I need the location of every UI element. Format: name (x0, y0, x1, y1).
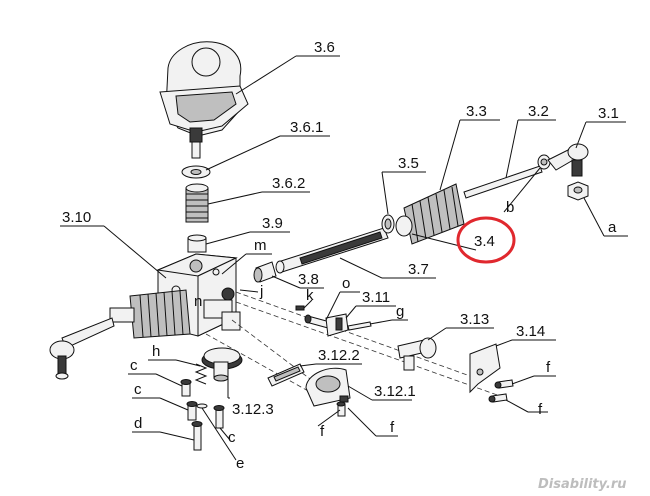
label-b: b (506, 199, 514, 216)
label-3-3: 3.3 (466, 103, 487, 120)
bolt-c-lower (213, 405, 225, 429)
label-3-6-2: 3.6.2 (272, 175, 305, 192)
washer-3-6-1 (181, 165, 211, 179)
label-c-upper: c (130, 357, 138, 374)
washer-e (196, 403, 208, 409)
label-n: n (194, 293, 202, 310)
sleeve-3-8 (253, 261, 277, 283)
gear-3-12-3 (201, 347, 243, 382)
label-o: o (342, 275, 350, 292)
spring-h (194, 363, 208, 385)
label-3-2: 3.2 (528, 103, 549, 120)
bolt-c-upper (180, 379, 192, 397)
cover-3-12-1 (305, 367, 351, 407)
bracket-3-11 (325, 313, 349, 337)
label-f-right-upper: f (546, 359, 551, 376)
label-f-right-lower: f (538, 401, 543, 418)
label-3-13: 3.13 (460, 311, 489, 328)
nut-a (567, 181, 589, 201)
label-3-6-1: 3.6.1 (290, 119, 323, 136)
label-3-8: 3.8 (298, 271, 319, 288)
gearbox-housing-3-6 (159, 41, 249, 159)
label-e: e (236, 455, 244, 472)
label-3-12-1: 3.12.1 (374, 383, 416, 400)
screw-f-cover (336, 401, 346, 417)
shaft-3-13 (397, 337, 437, 371)
seal-3-5 (381, 214, 395, 234)
label-3-6: 3.6 (314, 39, 335, 56)
highlight-circle (456, 216, 516, 264)
callout-labels: 3.6 3.6.1 3.6.2 3.3 3.2 3.1 3.5 3.10 3.9… (62, 39, 619, 472)
label-3-10: 3.10 (62, 209, 91, 226)
bolt-d (191, 421, 203, 451)
label-m: m (254, 237, 267, 254)
right-bellows (395, 183, 465, 245)
label-c-lower: c (228, 429, 236, 446)
label-3-5: 3.5 (398, 155, 419, 172)
label-3-14: 3.14 (516, 323, 545, 340)
label-d: d (134, 415, 142, 432)
screw-f-right-upper (494, 379, 514, 389)
spline-gear-3-6-2 (185, 183, 209, 223)
label-k: k (306, 287, 314, 304)
label-f-cover-right: f (390, 419, 395, 436)
pin-k (295, 305, 305, 311)
label-3-11: 3.11 (362, 289, 390, 306)
screw-f-right-lower (488, 393, 508, 403)
bolt-c-middle (186, 401, 198, 421)
label-g: g (396, 303, 404, 320)
gasket-3-12-2 (267, 363, 305, 387)
label-f-cover-left: f (320, 423, 325, 440)
leader-lines (60, 55, 628, 461)
label-3-9: 3.9 (262, 215, 283, 232)
watermark: Disability.ru (538, 477, 627, 492)
label-3-7: 3.7 (408, 261, 429, 278)
screw-g (347, 321, 372, 331)
label-c-middle: c (134, 381, 142, 398)
label-3-1: 3.1 (598, 105, 619, 122)
tie-rod-3-2 (463, 154, 551, 199)
label-3-4: 3.4 (474, 233, 495, 250)
rack-3-7 (275, 227, 389, 274)
right-tie-rod-end-3-1 (547, 143, 589, 177)
bushing-3-9 (187, 234, 207, 253)
label-3-12-2: 3.12.2 (318, 347, 360, 364)
label-3-12-3: 3.12.3 (232, 401, 274, 418)
left-tie-rod-end (49, 317, 115, 380)
left-bellows (109, 289, 191, 339)
label-h: h (152, 343, 160, 360)
label-j: j (259, 283, 263, 300)
plate-3-14 (469, 343, 501, 394)
label-a: a (608, 219, 617, 236)
